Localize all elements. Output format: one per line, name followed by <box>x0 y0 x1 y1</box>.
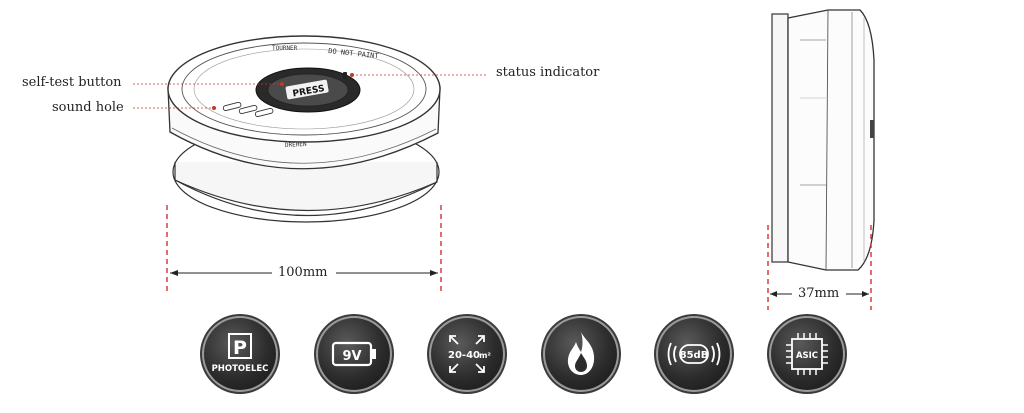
badge-battery: 9V <box>318 318 390 390</box>
ring-text-tourner: TOURNER <box>272 45 298 52</box>
photoelectric-text: PHOTOELEC <box>212 364 269 374</box>
sound-hole-1 <box>222 101 242 112</box>
callout-status-indicator: status indicator <box>496 65 600 80</box>
self-test-button-label-plate <box>285 79 329 100</box>
chip-icon: ASIC <box>786 333 828 375</box>
dimension-diameter: 100mm <box>278 265 328 280</box>
ring-text-drehen: DREHEN <box>285 141 307 149</box>
callout-sound-hole: sound hole <box>52 100 124 115</box>
dimension-height: 37mm <box>798 286 840 301</box>
sound-waves-icon: 85dB <box>667 342 721 366</box>
badge-asic: ASIC <box>771 318 843 390</box>
coverage-text: 20-40 <box>448 350 480 361</box>
side-view-body <box>787 9 875 271</box>
status-indicator-led <box>343 72 347 79</box>
coverage-unit: m² <box>479 351 491 360</box>
coverage-arrows-icon: 20-40 m² <box>448 335 491 373</box>
badge-fire <box>545 318 617 390</box>
photoelectric-letter: P <box>233 337 247 359</box>
sound-text: 85dB <box>680 350 709 361</box>
badge-photoelectric: P PHOTOELEC <box>204 318 276 390</box>
battery-text: 9V <box>342 349 361 364</box>
badge-sound: 85dB <box>658 318 730 390</box>
callout-self-test-button: self-test button <box>22 75 122 90</box>
battery-icon: 9V <box>331 341 376 367</box>
badge-coverage: 20-40 m² <box>431 318 503 390</box>
side-view-base-plate <box>771 13 789 263</box>
sound-hole-3 <box>254 107 274 118</box>
mounting-base <box>174 162 438 212</box>
photoelectric-icon: P PHOTOELEC <box>212 333 269 374</box>
asic-text: ASIC <box>796 351 818 361</box>
fire-icon <box>567 332 595 375</box>
sound-hole-2 <box>238 104 258 115</box>
